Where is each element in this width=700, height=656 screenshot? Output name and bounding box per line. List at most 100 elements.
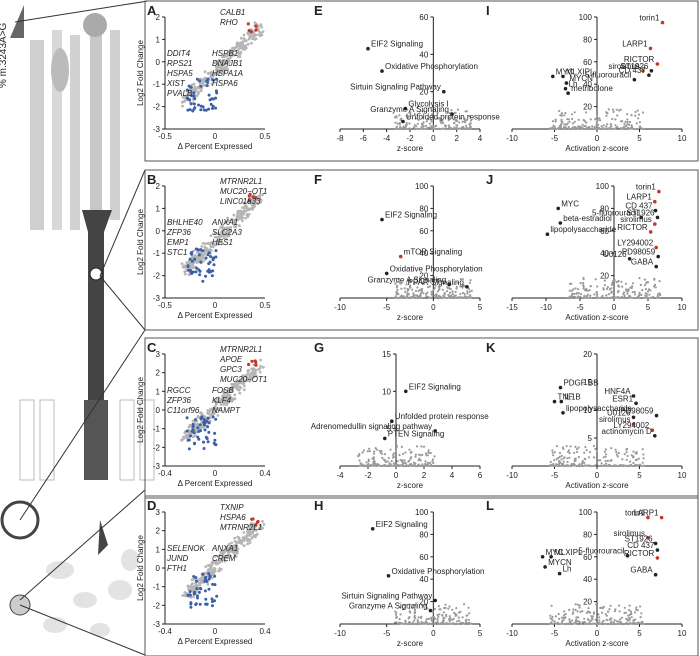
data-point [213,410,217,413]
data-point [558,464,562,468]
gene-label: MTRNR2L1 [220,177,262,186]
data-point [407,127,410,130]
data-point [411,288,414,291]
data-point [434,284,437,287]
data-point [593,127,597,131]
data-point [402,295,405,298]
data-point [463,292,466,295]
data-point [223,234,227,237]
data-point [359,462,362,465]
data-point [588,451,592,454]
x-tick-label: 10 [678,303,687,312]
x-tick-label: -8 [336,134,344,143]
data-point [394,127,397,131]
data-point [426,295,429,298]
data-point [457,281,460,284]
point-label: Unfolded protein response [395,412,489,421]
data-point [447,116,450,120]
down-point [206,77,210,81]
data-point [625,290,629,293]
y-tick-label: 100 [579,508,593,517]
data-point [602,124,605,127]
data-point [560,464,563,467]
data-point [419,288,422,291]
up-point [247,362,251,367]
data-point [616,622,619,626]
data-point [409,296,412,300]
data-point [245,533,249,537]
data-point [230,389,234,392]
y-tick-label: 60 [419,13,428,22]
data-point [425,618,428,621]
point-label: MYC [561,199,579,208]
x-axis-label: z-score [397,144,424,153]
data-point [400,445,403,448]
data-point [417,289,420,292]
data-point [555,463,558,466]
data-point [587,456,591,459]
data-point [603,450,607,453]
down-point [206,253,210,257]
data-point [398,121,401,125]
data-point [560,118,563,121]
data-point [238,378,242,382]
down-point [201,279,205,283]
data-point [414,462,417,465]
data-point [203,242,207,246]
data-point [404,620,407,624]
data-point [444,603,447,606]
data-point [567,450,570,454]
data-point [659,293,662,297]
y-tick-label: 10 [583,406,592,415]
data-point [200,245,204,248]
data-point [456,620,459,623]
point-label: RICTOR [617,223,648,232]
x-tick-label: 6 [478,471,483,480]
data-point [447,622,450,625]
down-point [199,417,203,421]
data-point [588,289,591,292]
highlight-point [646,536,650,540]
data-point [221,242,224,246]
data-point [213,231,217,235]
data-point [570,462,573,466]
data-point [609,123,613,126]
data-point [454,612,457,616]
data-point [455,126,458,130]
data-point [448,615,451,618]
data-point [417,459,420,462]
y-tick-label: 60 [419,227,428,236]
data-point [261,520,264,523]
down-point [186,264,190,268]
data-point [399,464,402,467]
data-point [595,121,598,124]
data-point [623,611,626,615]
data-point [635,608,638,611]
data-point [248,541,252,545]
data-point [607,108,610,111]
data-point [447,618,451,621]
data-point [611,108,615,111]
data-point [206,582,210,586]
highlight-point [648,230,653,234]
point-label: Oxidative Phosphorylation [390,264,483,273]
highlighted-photoreceptor [82,210,112,400]
data-point [188,432,192,435]
panel-label: A [147,3,157,18]
data-point [259,358,262,362]
y-tick-label: 20 [583,103,592,112]
point-label: Glycolysis I [408,99,448,108]
data-point [421,464,425,468]
y-tick-label: -3 [153,125,161,134]
data-point [241,216,245,220]
cone-cell [30,40,44,230]
data-point [397,277,400,280]
data-point [585,121,588,124]
data-point [467,621,470,625]
data-point [201,81,205,85]
data-point [614,448,617,451]
data-point [610,447,613,450]
data-point [436,620,439,624]
point-label: EIF2 Signaling [409,382,461,391]
